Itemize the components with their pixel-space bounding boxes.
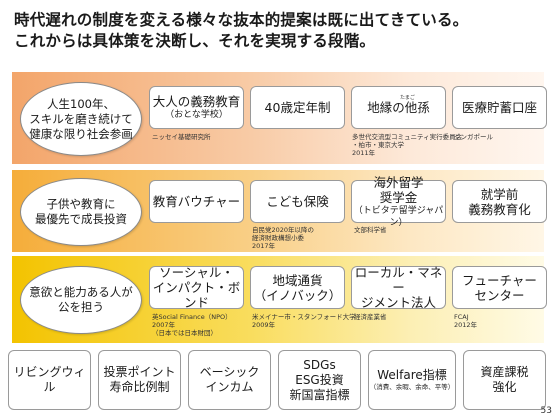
card-note: 多世代交流型コミュニティ実行委員会 ・柏市・東京大学 2011年 (352, 133, 463, 157)
card-study-abroad: 海外留学 奨学金 （トビタテ留学ジャパン） (351, 175, 446, 228)
card-community-grandchild: 地縁の他孫 (351, 86, 446, 129)
card-main: ローカル・マネー ジメント法人 (354, 265, 443, 310)
card-sub: （おとな学校） (165, 110, 228, 120)
bottom-card-welfare-index: Welfare指標 （消費、余暇、余命、平等） (368, 350, 456, 410)
bottom-card-basic-income: ベーシック インカム (188, 350, 271, 410)
title-line-2: これからは具体策を決断し、それを実現する段階。 (14, 32, 376, 50)
card-note: 米メイナー市・スタンフォード大学 2009年 (252, 313, 356, 329)
slide-title: 時代遅れの制度を変える様々な抜本的提案は既に出てきている。 これからは具体策を決… (14, 10, 554, 52)
card-main: 40歳定年制 (264, 100, 331, 115)
bottom-card-asset-tax: 資産課税 強化 (463, 350, 546, 410)
bottom-card-main: 投票ポイント 寿命比例制 (103, 365, 176, 394)
card-note: 英Social Finance（NPO） 2007年 （日本では日本財団） (152, 313, 232, 337)
card-social-impact-bond: ソーシャル・ インパクト・ボンド (149, 265, 244, 310)
card-medical-savings: 医療貯蓄口座 (452, 86, 547, 129)
card-note: 文部科学省 (354, 226, 387, 234)
page-number: 53 (540, 406, 552, 416)
card-local-management-corp: ローカル・マネー ジメント法人 (351, 265, 446, 310)
card-main: 地縁の他孫 (367, 100, 430, 115)
card-education-voucher: 教育バウチャー (149, 180, 244, 223)
bottom-card-sub: （消費、余暇、余命、平等） (369, 383, 455, 391)
bottom-card-main: 資産課税 強化 (480, 365, 529, 394)
card-main: 医療貯蓄口座 (461, 100, 537, 115)
card-note: シンガポール (454, 133, 493, 141)
card-adult-education: 大人の義務教育 （おとな学校） (149, 86, 244, 129)
card-main: フューチャー センター (462, 272, 537, 303)
row-1-label: 人生100年、 スキルを磨き続けて 健康な限り社会参画 (20, 82, 142, 156)
card-note: FCAJ 2012年 (454, 313, 478, 329)
card-child-insurance: こども保険 (250, 180, 345, 223)
ruby-text: たまご (400, 95, 415, 101)
card-note: 自民党2020年以降の 経済財政構想小委 2017年 (252, 226, 315, 250)
row-3-label: 意欲と能力ある人が 公を担う (20, 266, 142, 334)
title-line-1: 時代遅れの制度を変える様々な抜本的提案は既に出てきている。 (14, 11, 469, 29)
card-main: 就学前 義務教育化 (468, 186, 531, 217)
bottom-card-voting-points: 投票ポイント 寿命比例制 (98, 350, 181, 410)
row-2-label: 子供や教育に 最優先で成長投資 (20, 178, 142, 246)
bottom-card-main: リビングウィル (13, 365, 86, 394)
card-note: ニッセイ基礎研究所 (152, 133, 211, 141)
card-main: ソーシャル・ インパクト・ボンド (152, 265, 241, 310)
card-main: 教育バウチャー (152, 194, 241, 209)
card-local-currency: 地域通貨 （イノバック） (250, 266, 345, 309)
bottom-card-sdgs: SDGs ESG投資 新国富指標 (278, 350, 361, 410)
card-main: 海外留学 奨学金 (373, 174, 424, 205)
card-main: こども保険 (266, 194, 329, 209)
bottom-card-main: Welfare指標 (377, 368, 447, 382)
card-future-center: フューチャー センター (452, 266, 547, 309)
card-main: 大人の義務教育 (152, 94, 241, 109)
card-sub: （トビタテ留学ジャパン） (353, 205, 444, 228)
bottom-card-main: SDGs ESG投資 新国富指標 (289, 357, 350, 402)
bottom-card-living-will: リビングウィル (8, 350, 91, 410)
card-retirement-40: 40歳定年制 (250, 86, 345, 129)
card-note: 経済産業省 (354, 313, 387, 321)
card-preschool-compulsory: 就学前 義務教育化 (452, 180, 547, 223)
card-main: 地域通貨 （イノバック） (253, 272, 342, 303)
bottom-card-main: ベーシック インカム (199, 365, 260, 394)
